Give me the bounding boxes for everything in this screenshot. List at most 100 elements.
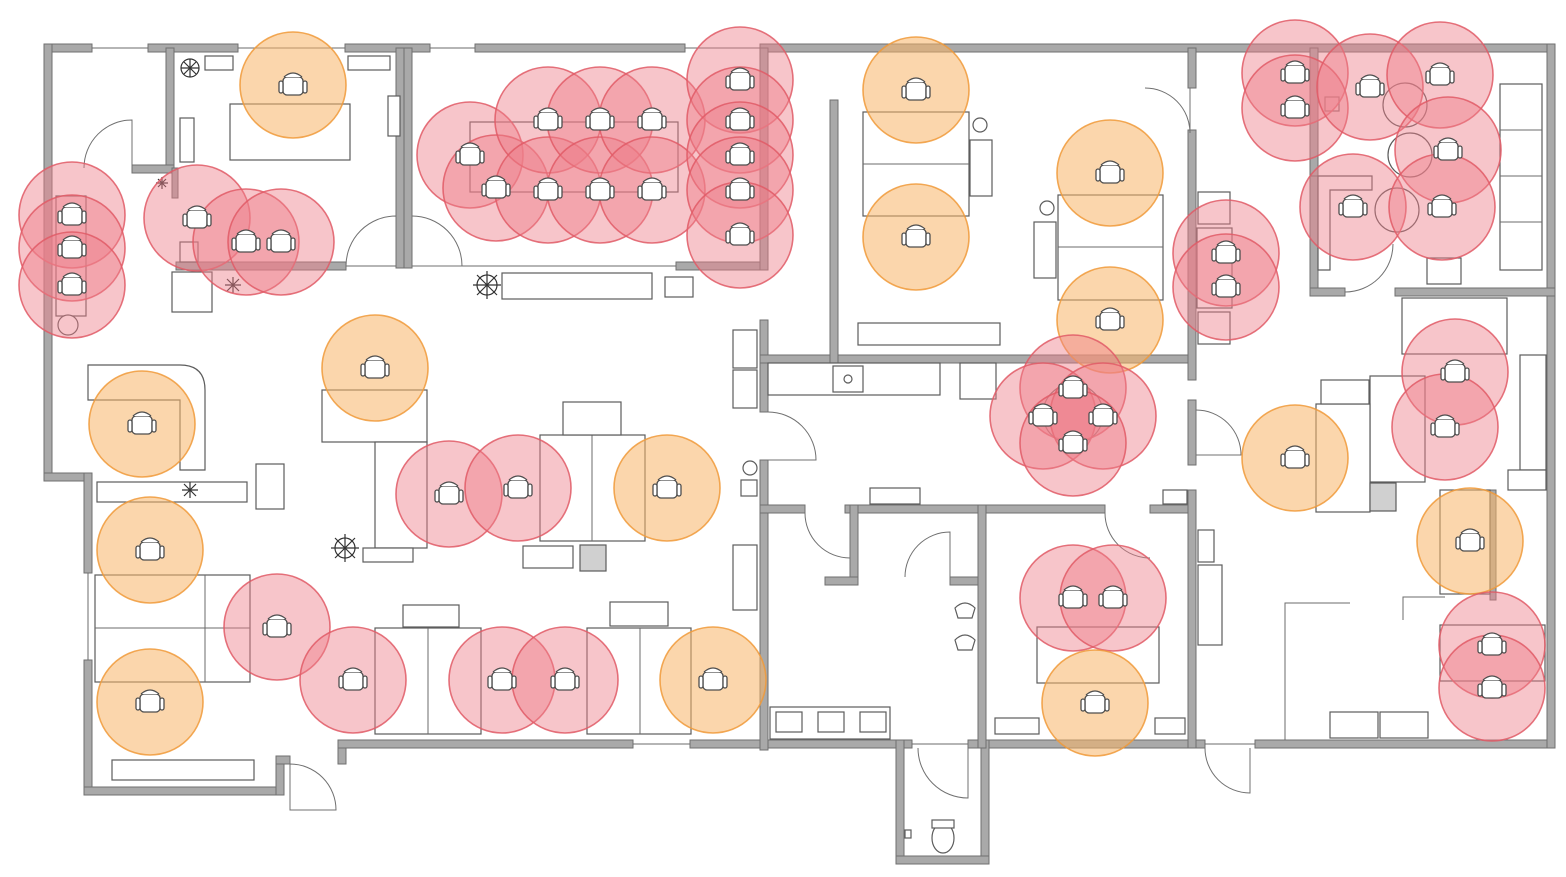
chair-part	[537, 111, 559, 131]
chair-part	[637, 185, 643, 199]
chair-part	[703, 667, 723, 673]
chair-icon	[1355, 74, 1385, 98]
chair-part	[1063, 585, 1083, 591]
chair-part	[365, 355, 385, 361]
credenza	[857, 322, 1001, 346]
chair-part	[1479, 536, 1485, 550]
potted-plant-icon	[473, 271, 501, 299]
potted-plant-icon	[331, 534, 359, 562]
chair-part	[574, 675, 580, 689]
chair-part	[1379, 82, 1385, 96]
chair-icon	[57, 235, 87, 259]
chair-icon	[585, 177, 615, 201]
desk	[1401, 297, 1508, 355]
chair-part	[589, 181, 611, 201]
chair-part	[1285, 445, 1305, 451]
chair-part	[1085, 690, 1105, 696]
chair-part	[1440, 367, 1446, 381]
chair-icon	[1211, 274, 1241, 298]
cabinet	[1329, 711, 1379, 739]
chair-icon	[1477, 675, 1507, 699]
door-swing	[345, 215, 397, 267]
chair-part	[1102, 589, 1124, 609]
chair-icon	[278, 72, 308, 96]
wall-restroom-div-a	[849, 504, 859, 586]
chair-icon	[481, 175, 511, 199]
chair-icon	[1455, 528, 1485, 552]
chair-part	[725, 230, 731, 244]
chair-part	[652, 483, 658, 497]
chair-part	[1425, 70, 1431, 84]
cabinet	[1154, 717, 1186, 735]
door-swing	[411, 215, 463, 267]
chair-part	[749, 115, 755, 129]
chair-part	[1481, 636, 1503, 656]
chair-part	[749, 75, 755, 89]
chair-part	[1501, 683, 1507, 697]
chair-part	[1119, 168, 1125, 182]
chair-part	[906, 224, 926, 230]
wall-restrooms-top-b	[844, 504, 1106, 514]
chair-part	[266, 237, 272, 251]
cabinet	[562, 401, 622, 436]
chair-part	[1284, 64, 1306, 84]
chair-part	[533, 185, 539, 199]
chair-part	[1235, 282, 1241, 296]
chair-icon	[1280, 95, 1310, 119]
armchair	[1197, 191, 1231, 225]
chair-part	[1359, 78, 1381, 98]
chair-part	[1104, 698, 1110, 712]
chair-part	[1215, 278, 1237, 298]
chair-part	[730, 142, 750, 148]
chair-icon	[57, 202, 87, 226]
chair-part	[642, 107, 662, 113]
chair-part	[1280, 103, 1286, 117]
chair-part	[1427, 202, 1433, 216]
cabinet	[402, 604, 460, 628]
chair-part	[1482, 632, 1502, 638]
chair-part	[1058, 383, 1064, 397]
chair-icon	[360, 355, 390, 379]
door-swing	[1204, 747, 1251, 794]
door-swing	[1344, 243, 1394, 293]
chair-part	[187, 205, 207, 211]
sink	[859, 711, 887, 733]
armchair	[171, 271, 213, 313]
chair-part	[1063, 430, 1083, 436]
chair-part	[131, 415, 153, 435]
chair-part	[1122, 593, 1128, 607]
chair-part	[1084, 694, 1106, 714]
chair-part	[1284, 449, 1306, 469]
chair-part	[362, 675, 368, 689]
sink-drain	[843, 374, 853, 384]
wall-center-vertical-b	[759, 459, 769, 751]
plant-pot	[1039, 200, 1055, 216]
cabinet	[362, 547, 414, 563]
chair-part	[1093, 403, 1113, 409]
chair-part	[1095, 315, 1101, 329]
wall-office-tl-c	[395, 47, 405, 269]
outer-wall-left-lower-a	[83, 472, 93, 574]
chair-part	[729, 111, 751, 131]
door-swing	[1195, 409, 1242, 456]
wall-cabinet	[1519, 354, 1547, 471]
chair-part	[1098, 593, 1104, 607]
chair-icon	[1098, 585, 1128, 609]
outer-wall-bottom-c	[275, 755, 291, 765]
chair-part	[1501, 640, 1507, 654]
chair-part	[282, 76, 304, 96]
chair-part	[1430, 422, 1436, 436]
chair-icon	[1058, 585, 1088, 609]
chair-part	[1092, 407, 1114, 427]
chair-part	[278, 80, 284, 94]
chair-part	[555, 667, 575, 673]
chair-part	[62, 235, 82, 241]
chair-part	[1088, 411, 1094, 425]
chair-part	[486, 175, 506, 181]
chair-part	[438, 485, 460, 505]
chair-part	[550, 675, 556, 689]
outer-wall-bottom-e	[337, 739, 634, 749]
chair-icon	[725, 142, 755, 166]
chair-part	[186, 209, 208, 229]
chair-icon	[1338, 194, 1368, 218]
